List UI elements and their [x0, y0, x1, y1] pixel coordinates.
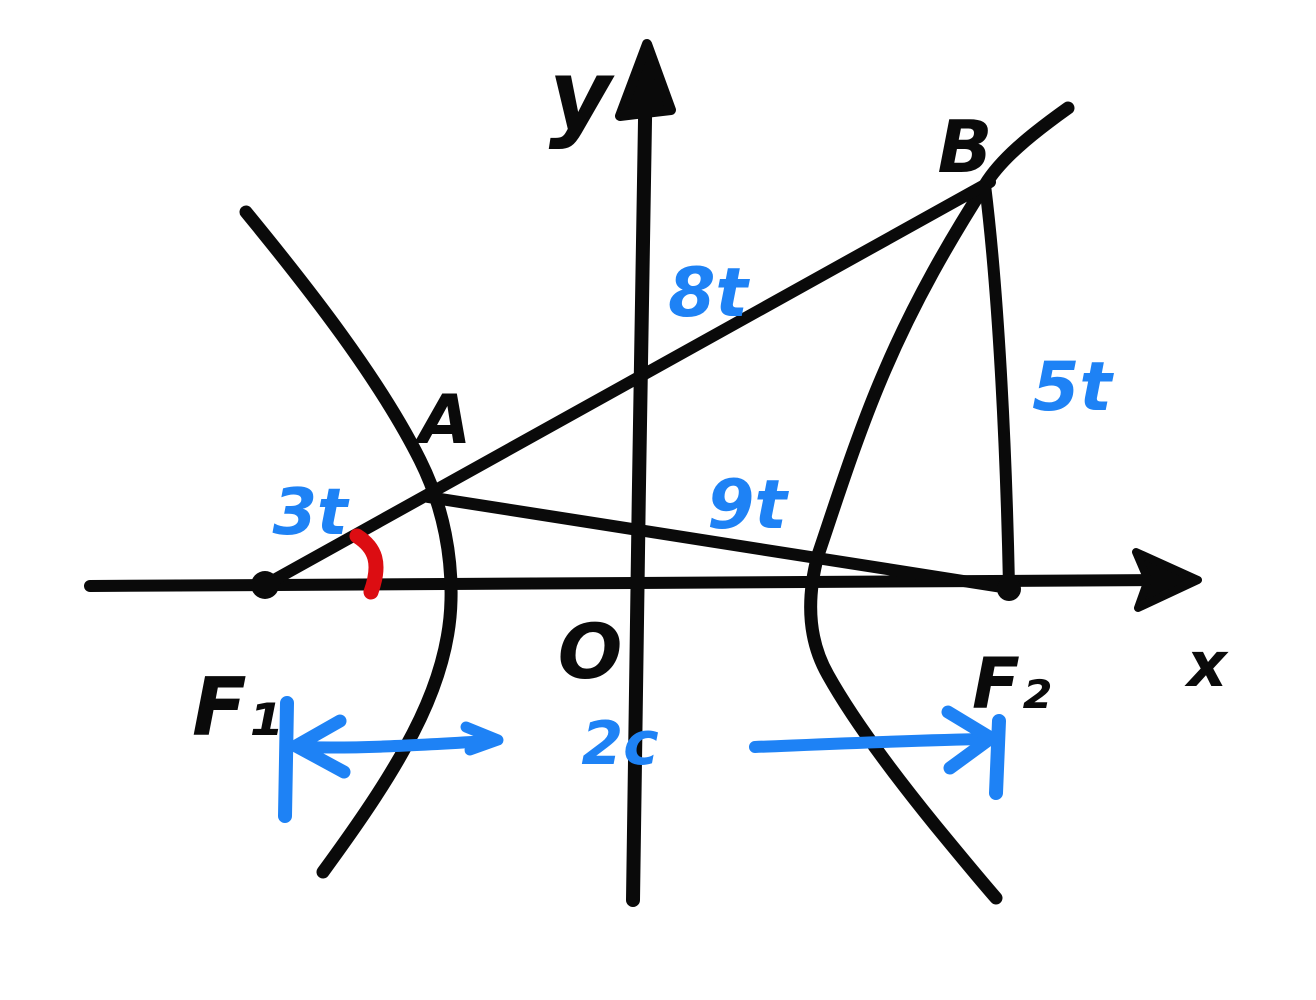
origin-label: O [558, 607, 623, 696]
hyperbola-right-branch [804, 101, 1075, 905]
right-arrowhead-icon [941, 705, 998, 775]
arrow-shaft-left [292, 735, 496, 754]
small-right-arrowhead-icon [460, 721, 504, 756]
segment-b-to-f2 [979, 179, 1015, 592]
arrow-end-bar-left [278, 696, 294, 823]
measure-9t-label: 9t [707, 466, 789, 545]
hyperbola-curve [239, 101, 1075, 905]
focus-f1-label: F₁ [192, 661, 282, 754]
focus-f1-dot [251, 571, 279, 599]
focal-distance-annotation [278, 696, 1006, 823]
measure-2c-label: 2c [581, 709, 658, 779]
y-axis-line [626, 53, 653, 907]
y-axis-arrowhead-icon [615, 39, 676, 121]
measure-8t-label: 8t [668, 254, 750, 333]
y-axis-label: y [549, 39, 615, 151]
angle-arc-mark [349, 528, 384, 600]
x-axis-label: x [1184, 628, 1229, 701]
hyperbola-left-branch [239, 205, 458, 879]
point-b-label: B [938, 105, 993, 189]
arrow-shaft-right [749, 733, 991, 753]
focal-segments [259, 176, 1015, 594]
arrow-end-bar-right [989, 714, 1006, 800]
segment-a-to-f2 [422, 491, 1014, 594]
segment-f1-to-b [259, 176, 996, 591]
focus-f2-label: F₂ [972, 643, 1051, 725]
point-a-label: A [414, 381, 472, 460]
x-axis-arrowhead-icon [1132, 548, 1202, 612]
focus-f2-dot [997, 577, 1021, 601]
measure-5t-label: 5t [1032, 348, 1114, 427]
measure-3t-label: 3t [272, 476, 350, 550]
